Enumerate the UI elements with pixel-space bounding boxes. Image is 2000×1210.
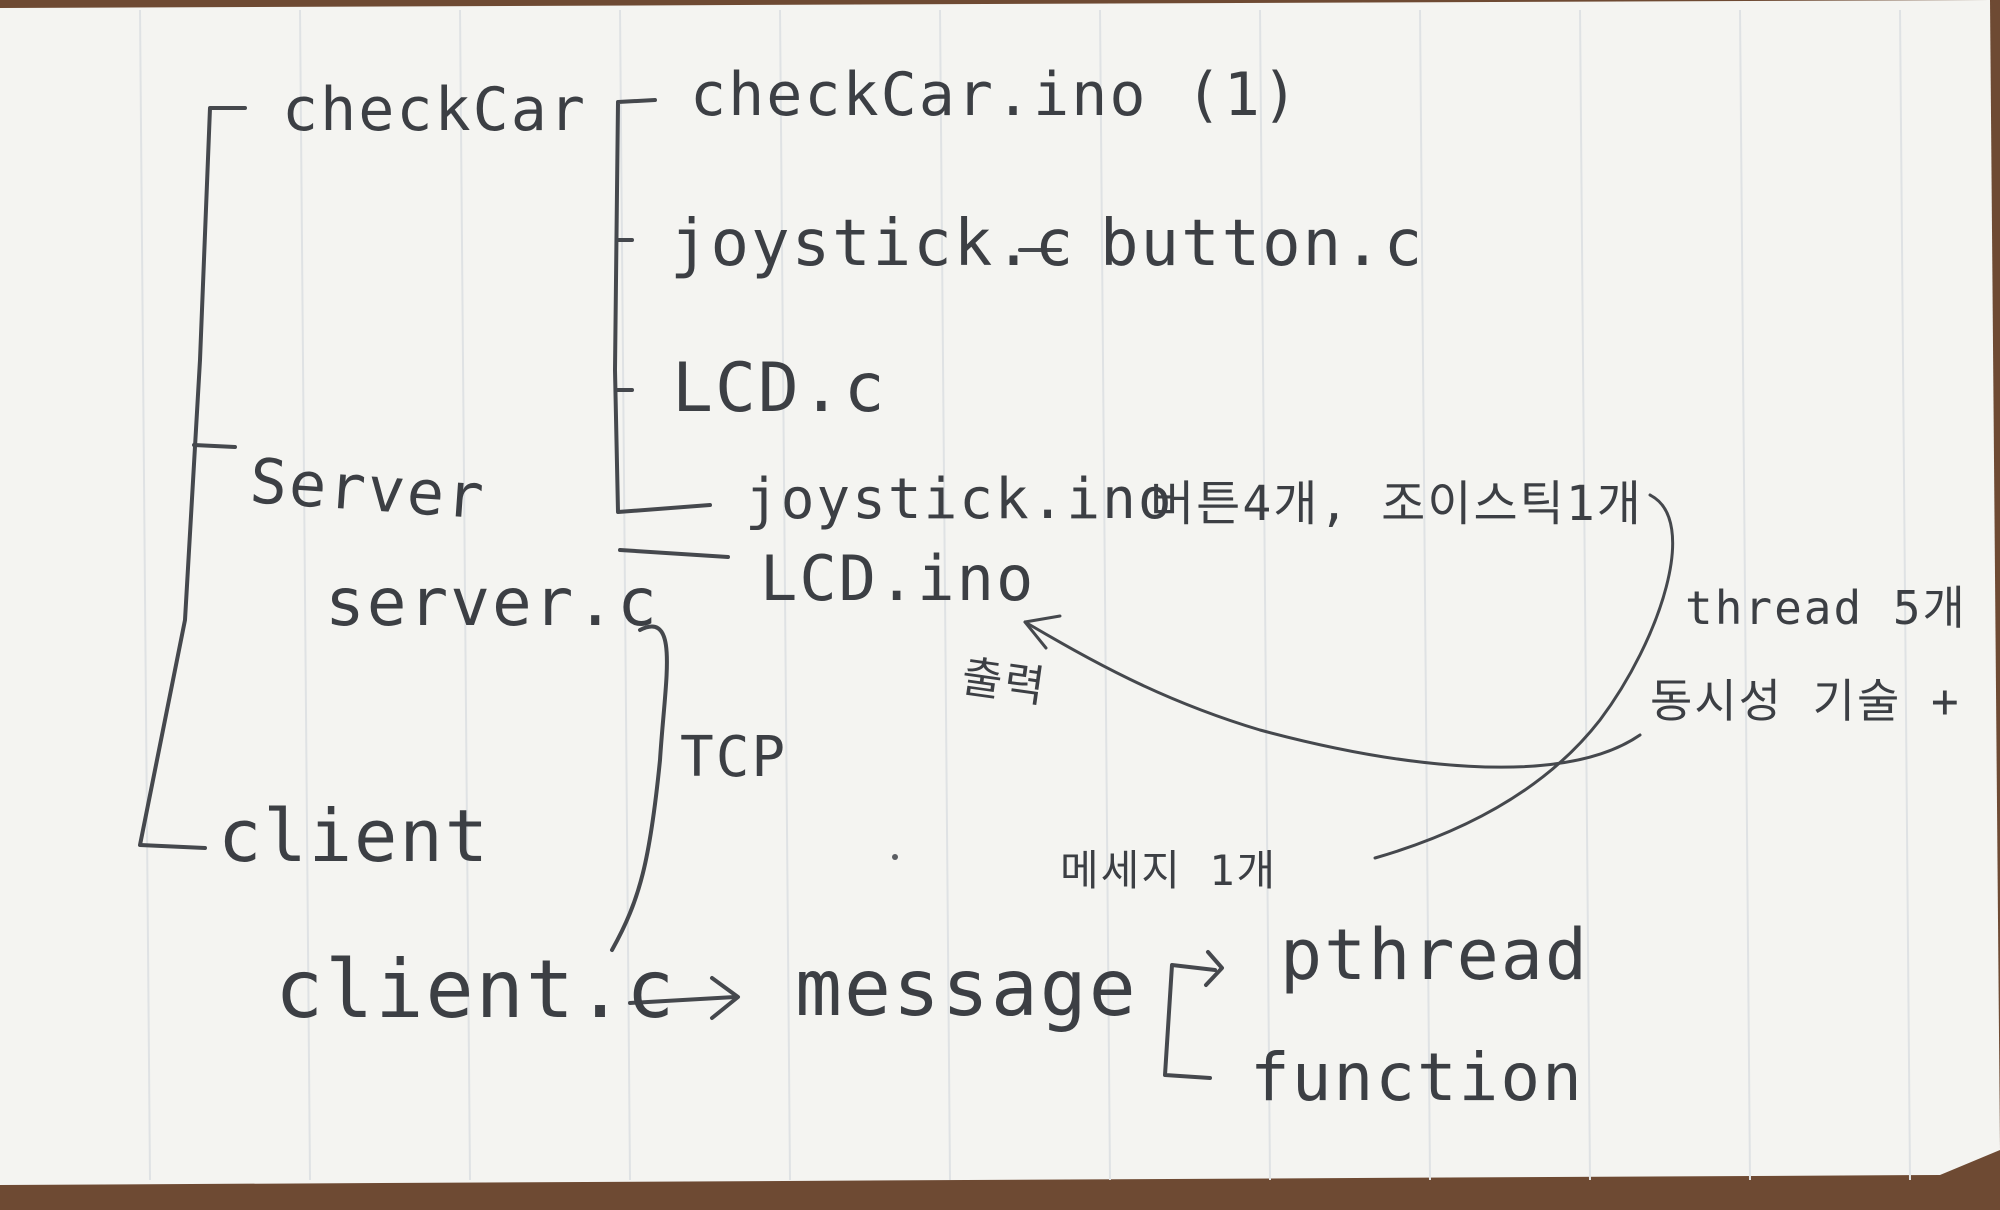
- file-joystick-c: joystick.c: [670, 207, 1076, 281]
- pthread-arrow-head: [1204, 950, 1224, 987]
- function-label: function: [1250, 1039, 1584, 1116]
- file-lcd-ino: LCD.ino: [760, 542, 1036, 615]
- file-server-c: server.c: [325, 564, 659, 641]
- server-branch: [192, 443, 237, 449]
- file-joystick-ino: joystick.ino: [745, 467, 1174, 532]
- pthread-label: pthread: [1280, 914, 1590, 996]
- root-checkcar: checkCar: [282, 75, 587, 145]
- file-checkcar-ino: checkCar.ino (1): [690, 60, 1300, 130]
- sync-label: 동시성 기술 +: [1650, 674, 1961, 728]
- pthread-bracket: [1163, 963, 1217, 1080]
- file-lcd-c: LCD.c: [672, 349, 887, 428]
- paper-sheet: [0, 0, 2000, 1185]
- root-server: Server: [247, 444, 488, 534]
- checkcar-bracket: [613, 98, 712, 514]
- message-label: message: [795, 944, 1138, 1034]
- output-arrow-head: [1023, 614, 1062, 650]
- file-client-c: client.c: [275, 943, 677, 1036]
- arrow-head-message: [710, 976, 740, 1020]
- joystick-note: 버튼4개, 조이스틱1개: [1150, 476, 1643, 532]
- file-button-c: button.c: [1100, 207, 1425, 281]
- output-arrow: [1023, 620, 1642, 769]
- branch-lcd-ino: [618, 548, 730, 559]
- root-client: client: [218, 794, 491, 878]
- threads-label: thread 5개: [1685, 581, 1967, 635]
- tcp-bracket: [610, 624, 669, 952]
- tcp-label: TCP: [680, 725, 788, 790]
- root-bracket: [138, 106, 247, 850]
- message-one-label: 메세지 1개: [1060, 846, 1278, 895]
- thread-arc: [1373, 493, 1675, 860]
- output-label: 출력: [958, 651, 1050, 714]
- pencil-dot: [892, 854, 898, 860]
- arrow-to-message: [628, 995, 737, 1005]
